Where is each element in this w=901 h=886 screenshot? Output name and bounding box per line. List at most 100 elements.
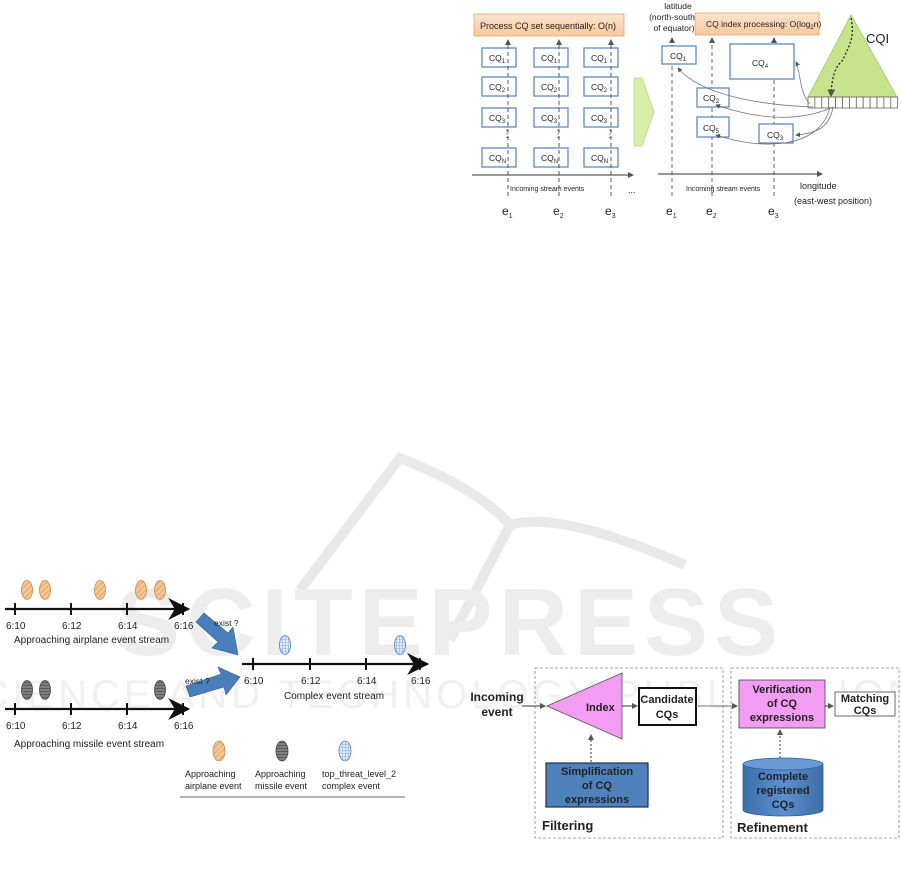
refinement-region — [730, 667, 900, 839]
y-axis-label-1: latitude — [664, 1, 692, 11]
watermark-main: SCITEPRESS — [116, 569, 784, 676]
cq-label: CQN — [489, 153, 506, 165]
filtering-label: Filtering — [542, 818, 593, 833]
refinement-label: Refinement — [737, 820, 808, 835]
cq-label: CQ1 — [489, 53, 506, 65]
svg-text:CQ4: CQ4 — [752, 58, 769, 70]
cq-box — [583, 47, 619, 68]
seq-event-label: e2 — [553, 204, 564, 220]
y-axis-label-3: of equator) — [653, 23, 694, 33]
exist-arrow-top-icon — [195, 612, 239, 656]
index-event-label: e3 — [768, 204, 779, 220]
complete-line1: Complete — [758, 771, 808, 783]
matching-cqs-box — [834, 691, 896, 717]
simplification-line3: expressions — [565, 794, 629, 806]
matching-line2: CQs — [854, 705, 877, 717]
timeline-tick-label: 6:12 — [301, 676, 321, 687]
cq-ellipsis: ⋮ — [605, 129, 615, 140]
stream-caption: Approaching missile event stream — [14, 739, 164, 750]
candidate-line2: CQs — [656, 709, 679, 721]
incoming-event-line1: Incoming — [470, 690, 523, 704]
legend-complex-line2: complex event — [322, 781, 381, 791]
event-marker — [21, 680, 33, 700]
verification-line1: Verification — [752, 684, 812, 696]
index-cell — [842, 96, 850, 109]
seq-event-label: e3 — [605, 204, 616, 220]
index-title-bar — [694, 12, 820, 36]
timeline-tick-label: 6:12 — [62, 721, 82, 732]
event-marker — [39, 680, 51, 700]
filter-refine-diagram: Incoming event Index Candidate CQs Simpl… — [470, 667, 900, 839]
x-axis-label-1: longitude — [800, 181, 837, 191]
event-marker — [94, 580, 106, 600]
index-event-label: e2 — [706, 204, 717, 220]
watermark-logo — [296, 451, 688, 643]
verification-box — [738, 679, 826, 729]
event-marker — [21, 580, 33, 600]
timeline-tick-label: 6:14 — [118, 721, 138, 732]
candidate-line1: Candidate — [640, 694, 693, 706]
simplification-box — [545, 762, 649, 808]
index-cell — [883, 96, 892, 109]
index-events: e1 e2 e3 — [666, 204, 779, 220]
cq-label: CQN — [541, 153, 558, 165]
cq-box — [583, 107, 619, 128]
cq-box-5: CQ5 — [696, 116, 730, 138]
sequential-title-bar — [473, 13, 625, 37]
index-cell — [862, 96, 871, 109]
seq-event-label: e1 — [502, 204, 513, 220]
simplification-line1: Simplification — [561, 766, 633, 778]
filtering-region — [534, 667, 724, 839]
cq-label: CQ3 — [541, 113, 558, 125]
index-array — [807, 96, 899, 109]
y-axis-label-2: (north-south — [649, 12, 695, 22]
index-title: CQ index processing: O(log2n) — [706, 19, 821, 31]
legend-complex-line1: top_threat_level_2 — [322, 769, 396, 779]
cq-label: CQ3 — [591, 113, 608, 125]
legend-complex-icon — [338, 740, 352, 762]
index-label: Index — [586, 702, 616, 714]
incoming-event-line2: event — [481, 705, 512, 719]
registered-cqs-database-icon — [742, 757, 824, 817]
legend-missile-icon — [275, 740, 289, 762]
svg-text:CQ1: CQ1 — [670, 51, 687, 63]
exist-label-top: exist ? — [214, 618, 239, 628]
index-axis-caption: Incoming stream events — [686, 186, 761, 193]
event-marker — [135, 580, 147, 600]
cq-label: CQN — [591, 153, 608, 165]
cq-ellipsis: ⋮ — [553, 129, 563, 140]
svg-text:CQ2: CQ2 — [703, 93, 720, 105]
index-cell — [835, 96, 843, 109]
cq-box — [583, 76, 619, 97]
event-marker — [154, 580, 166, 600]
cqi-search-path — [827, 17, 853, 98]
complete-line2: registered — [756, 785, 809, 797]
cq-label: CQ1 — [591, 53, 608, 65]
candidate-cqs-box — [638, 687, 697, 726]
cqi-label: CQI — [866, 31, 889, 46]
matching-line1: Matching — [841, 693, 889, 705]
cq-label: CQ2 — [489, 82, 506, 94]
cq-label: CQ2 — [541, 82, 558, 94]
legend: Approaching airplane event Approaching m… — [180, 740, 405, 798]
timeline-tick-label: 6:12 — [62, 621, 82, 632]
timeline-tick-label: 6:16 — [174, 721, 194, 732]
index-event-label: e1 — [666, 204, 677, 220]
index-cell — [849, 96, 857, 109]
index-cell — [821, 96, 830, 109]
index-pointers — [677, 61, 834, 145]
verification-line2: of CQ — [767, 698, 797, 710]
index-cell — [876, 96, 885, 109]
index-cell — [855, 96, 864, 109]
complete-line3: CQs — [772, 799, 795, 811]
index-cell — [890, 96, 899, 109]
sequential-processing-panel: Process CQ set sequentially: O(n) CQ1CQ2… — [472, 13, 636, 220]
exist-label-bottom: exist ? — [185, 676, 210, 686]
cq-label: CQ2 — [591, 82, 608, 94]
index-cell — [828, 96, 836, 109]
index-cell — [814, 96, 823, 109]
